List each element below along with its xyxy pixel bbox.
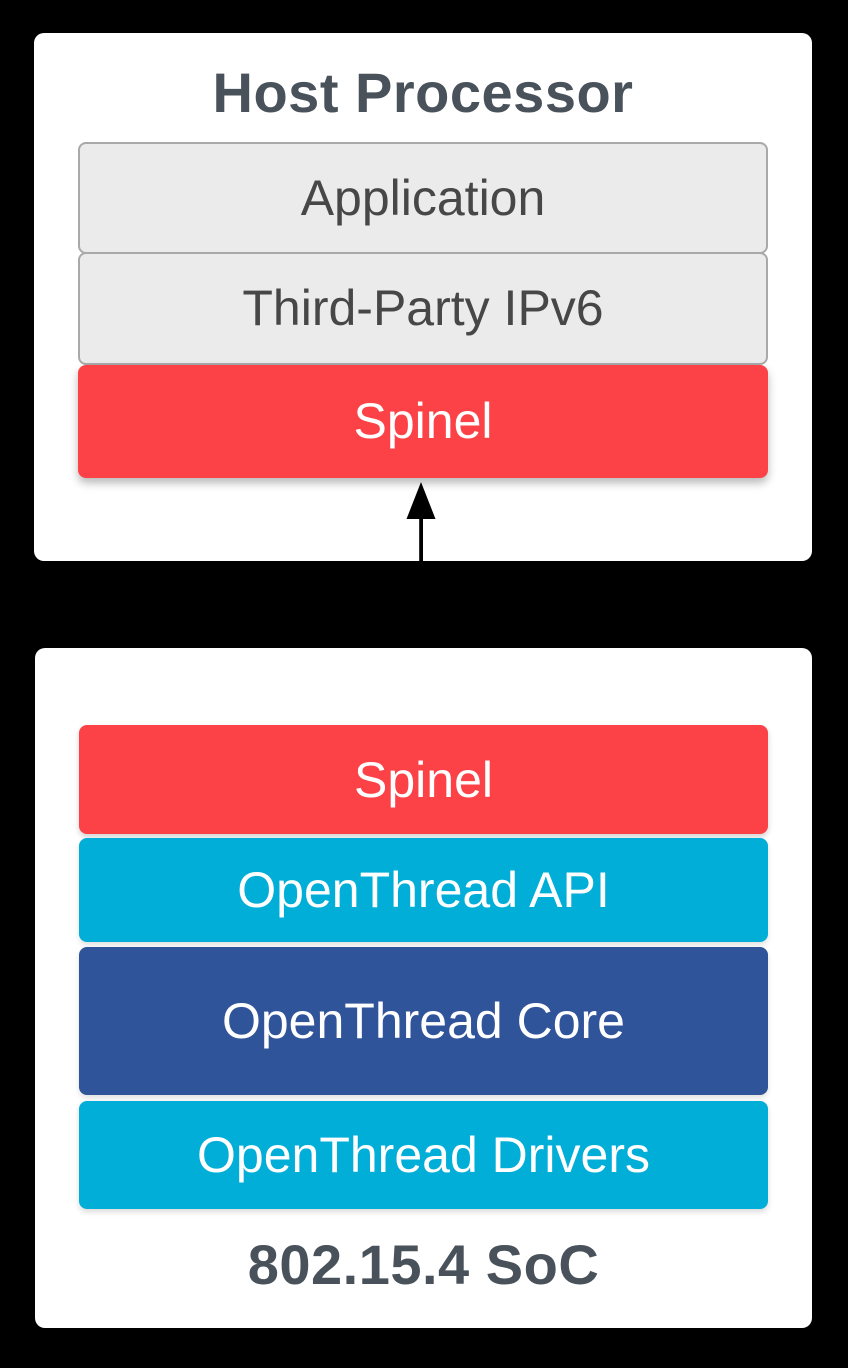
layer-spinel-soc-label: Spinel [354,751,493,808]
soc-layer-stack: Spinel OpenThread API OpenThread Core Op… [79,725,768,1209]
layer-openthread-core: OpenThread Core [79,947,768,1095]
layer-openthread-api-label: OpenThread API [237,862,610,918]
layer-spinel-host-label: Spinel [353,393,493,449]
host-processor-title: Host Processor [212,61,634,124]
soc-panel: Spinel OpenThread API OpenThread Core Op… [35,648,812,1328]
layer-third-party-ipv6: Third-Party IPv6 [78,251,768,365]
layer-application-label: Application [300,170,546,226]
layer-openthread-drivers-label: OpenThread Drivers [197,1127,650,1183]
layer-openthread-drivers: OpenThread Drivers [79,1101,768,1209]
layer-openthread-api: OpenThread API [79,838,768,942]
layer-spinel-host: Spinel [78,364,768,478]
layer-third-party-ipv6-label: Third-Party IPv6 [242,280,604,336]
layer-spinel-soc: Spinel [79,725,768,834]
layer-application: Application [78,142,768,254]
soc-title: 802.15.4 SoC [247,1233,600,1296]
host-layer-stack: Application Third-Party IPv6 Spinel [78,142,768,478]
layer-openthread-core-label: OpenThread Core [221,993,625,1049]
host-processor-panel: Host Processor Application Third-Party I… [34,33,812,561]
